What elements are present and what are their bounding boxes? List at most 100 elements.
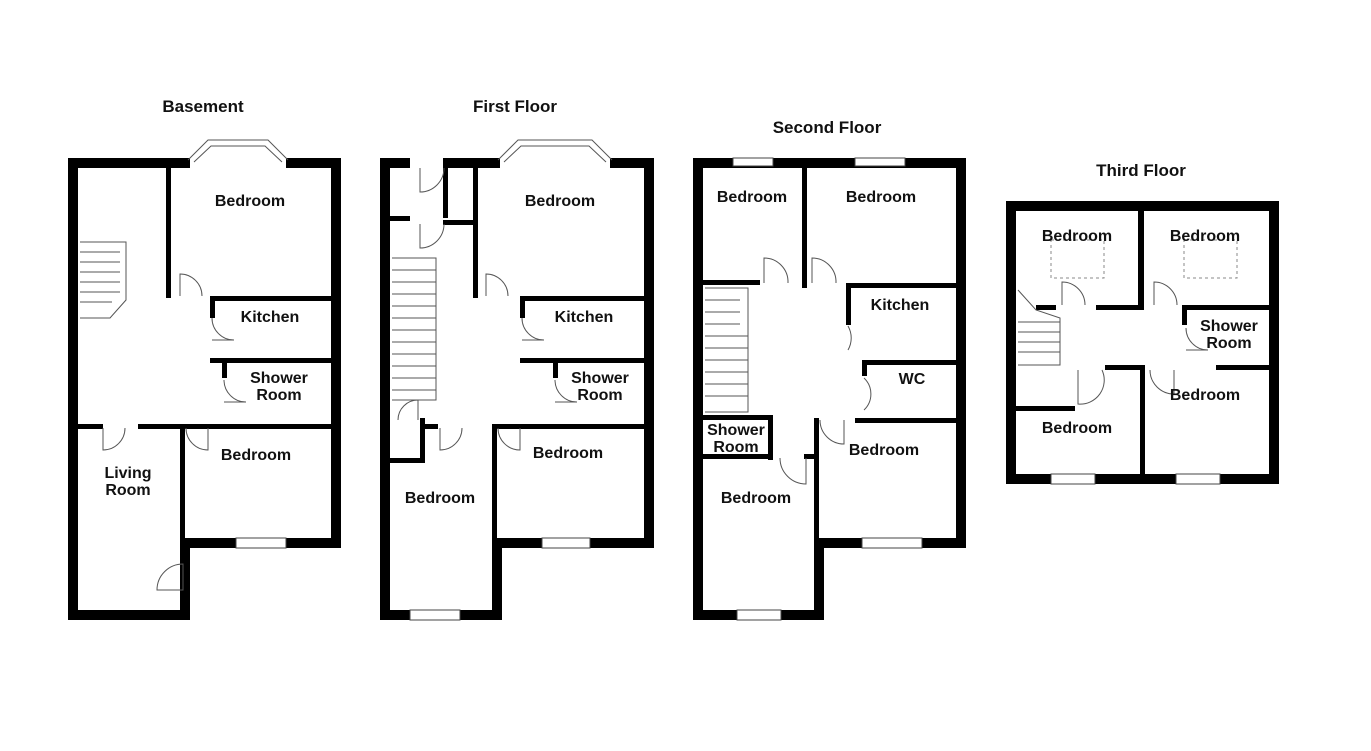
wall bbox=[380, 158, 410, 168]
room-label: Room bbox=[256, 387, 301, 404]
wall bbox=[180, 424, 336, 429]
door-swing bbox=[185, 427, 209, 451]
wall bbox=[644, 158, 654, 548]
door-swing bbox=[179, 273, 203, 297]
wall bbox=[180, 424, 185, 542]
room-label: Kitchen bbox=[241, 309, 300, 326]
wall bbox=[698, 415, 773, 420]
bay-window bbox=[497, 139, 613, 161]
room-label: Bedroom bbox=[1170, 387, 1240, 404]
door-swing bbox=[156, 563, 184, 591]
door-swing bbox=[1061, 281, 1086, 306]
third-floor-plan: Third Floor Bedroom Bedroom Shower Roo bbox=[1006, 161, 1279, 485]
window bbox=[1175, 473, 1221, 485]
door-swing bbox=[779, 457, 807, 485]
wall bbox=[1269, 201, 1279, 484]
first-floor-title: First Floor bbox=[473, 97, 557, 116]
wall bbox=[1182, 305, 1187, 325]
wall bbox=[814, 418, 819, 542]
staircase bbox=[705, 287, 749, 413]
room-label: Shower bbox=[1200, 318, 1258, 335]
room-label: Bedroom bbox=[533, 445, 603, 462]
room-label: Bedroom bbox=[717, 189, 787, 206]
wall bbox=[698, 280, 760, 285]
wall bbox=[520, 296, 525, 318]
door-swing bbox=[102, 427, 126, 451]
door-swing bbox=[521, 317, 545, 341]
wall bbox=[68, 610, 190, 620]
room-label: Bedroom bbox=[215, 193, 285, 210]
first-floor-plan: First Floor bbox=[380, 97, 654, 621]
room-label: Room bbox=[713, 439, 758, 456]
wall bbox=[1105, 365, 1145, 370]
wall bbox=[814, 538, 824, 620]
door-swing bbox=[811, 257, 837, 284]
bay-window-inner bbox=[503, 145, 607, 163]
wall bbox=[693, 158, 965, 168]
second-floor-title: Second Floor bbox=[773, 118, 882, 137]
wall bbox=[385, 216, 410, 221]
skylight bbox=[1050, 239, 1105, 279]
wall bbox=[1216, 365, 1274, 370]
wall bbox=[855, 418, 961, 423]
door-swing bbox=[847, 325, 852, 351]
wall bbox=[385, 458, 425, 463]
window bbox=[541, 537, 591, 549]
window bbox=[409, 609, 461, 621]
room-label: Room bbox=[105, 482, 150, 499]
door-swing bbox=[1185, 327, 1209, 351]
wall bbox=[210, 296, 336, 301]
room-label: Bedroom bbox=[721, 490, 791, 507]
room-label: Bedroom bbox=[525, 193, 595, 210]
wall bbox=[68, 158, 78, 620]
door-swing bbox=[819, 419, 845, 445]
wall bbox=[846, 283, 961, 288]
third-floor-title: Third Floor bbox=[1096, 161, 1186, 180]
wall bbox=[443, 220, 473, 225]
staircase bbox=[80, 241, 127, 319]
wall bbox=[1011, 406, 1075, 411]
wall bbox=[492, 424, 649, 429]
staircase bbox=[392, 257, 437, 401]
room-label: Bedroom bbox=[846, 189, 916, 206]
room-label: Room bbox=[1206, 335, 1251, 352]
door-swing bbox=[485, 273, 509, 297]
wall bbox=[73, 424, 103, 429]
wall bbox=[68, 158, 190, 168]
wall bbox=[1182, 305, 1274, 310]
wall bbox=[380, 158, 390, 620]
door-swing bbox=[497, 427, 521, 451]
wall bbox=[443, 158, 448, 218]
window bbox=[1050, 473, 1096, 485]
wall bbox=[1140, 365, 1145, 479]
room-label: Shower bbox=[571, 370, 629, 387]
door-swing bbox=[211, 317, 235, 341]
bay-window-inner bbox=[193, 145, 283, 163]
door-swing bbox=[223, 379, 247, 403]
window bbox=[732, 157, 774, 167]
room-label: Kitchen bbox=[555, 309, 614, 326]
wall bbox=[956, 158, 966, 548]
wall bbox=[286, 158, 341, 168]
wall bbox=[420, 424, 438, 429]
wall bbox=[210, 358, 336, 363]
door-swing bbox=[419, 223, 445, 249]
second-floor-plan: Second Floor bbox=[693, 118, 966, 621]
wall bbox=[138, 424, 180, 429]
basement-plan: Basement Bedroo bbox=[68, 97, 341, 620]
wall bbox=[1096, 305, 1144, 310]
wall bbox=[804, 454, 814, 459]
door-swing bbox=[419, 167, 445, 193]
window bbox=[736, 609, 782, 621]
window bbox=[854, 157, 906, 167]
door-swing bbox=[397, 399, 419, 421]
wall bbox=[520, 296, 649, 301]
door-swing bbox=[554, 379, 578, 403]
room-label: Bedroom bbox=[1170, 228, 1240, 245]
room-label: Room bbox=[577, 387, 622, 404]
door-swing bbox=[439, 427, 463, 451]
room-label: WC bbox=[899, 371, 926, 388]
door-swing bbox=[763, 257, 789, 284]
window bbox=[861, 537, 923, 549]
